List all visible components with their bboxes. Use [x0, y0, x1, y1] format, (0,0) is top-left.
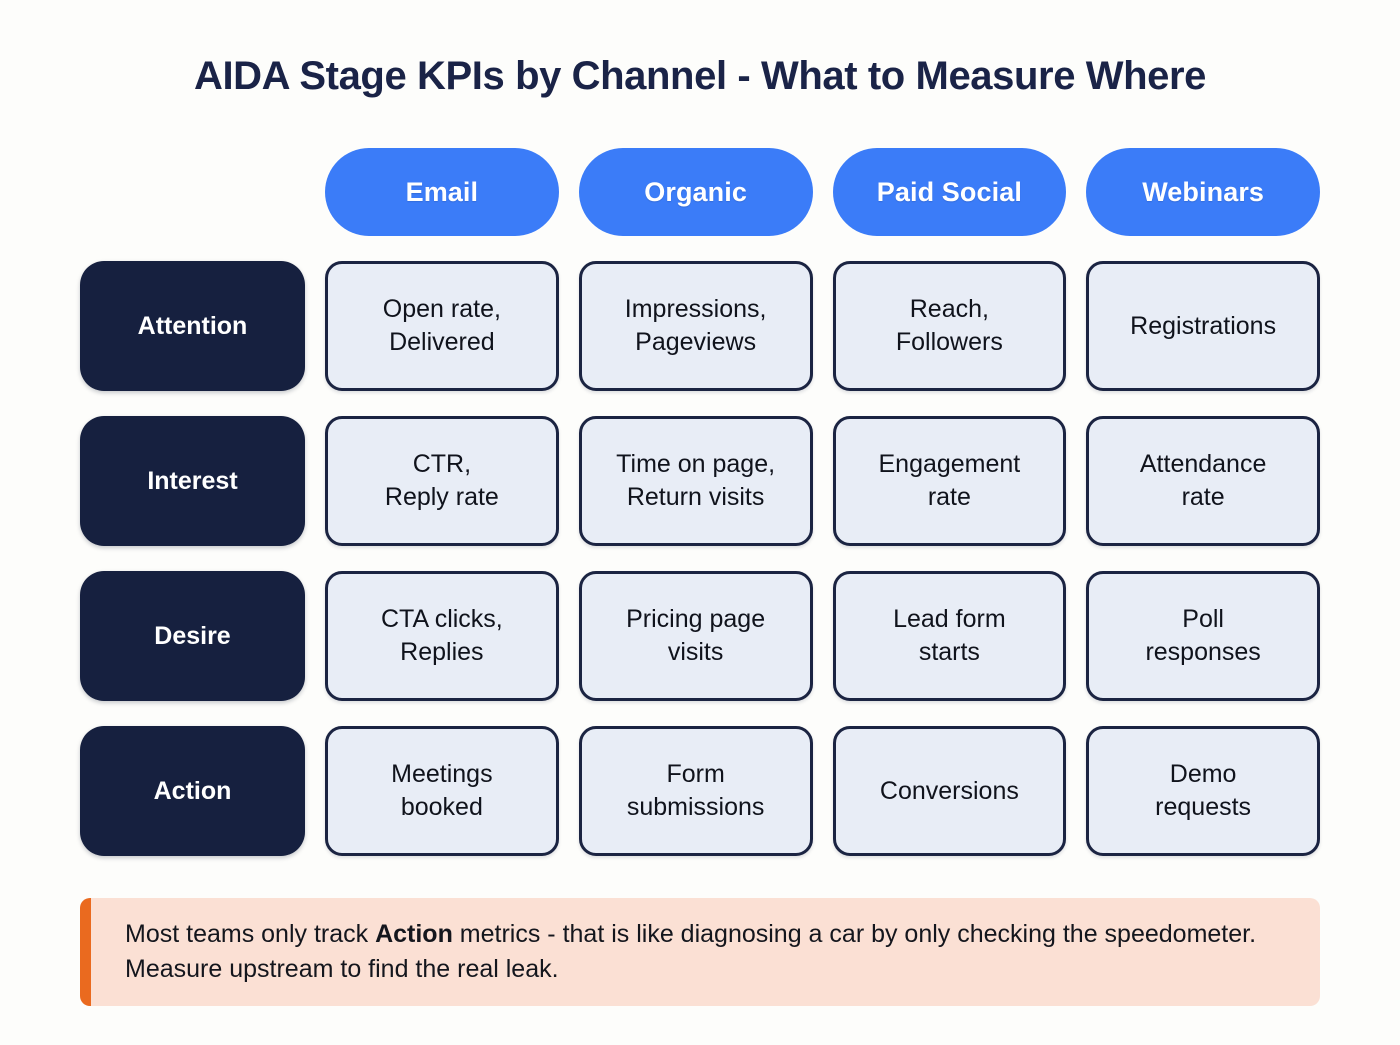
channel-pill-organic[interactable]: Organic — [578, 148, 813, 236]
kpi-cell-action-webinars[interactable]: Demo requests — [1086, 726, 1320, 856]
kpi-line-1: Attendance — [1139, 450, 1267, 478]
callout-text: Most teams only track Action metrics - t… — [125, 917, 1286, 988]
kpi-line-1: Meetings — [391, 760, 493, 788]
kpi-cell-attention-organic[interactable]: Impressions, Pageviews — [578, 261, 813, 391]
kpi-line-1: Registrations — [1130, 311, 1277, 340]
insight-callout: Most teams only track Action metrics - t… — [80, 898, 1320, 1006]
kpi-line-1: Pricing page — [626, 605, 766, 633]
kpi-line-2: Replies — [400, 638, 484, 666]
kpi-line-1: Lead form — [893, 605, 1006, 633]
matrix-row-attention: Attention Open rate, Delivered Impressio… — [80, 261, 1320, 391]
kpi-cell-desire-paid-social[interactable]: Lead form starts — [832, 571, 1067, 701]
kpi-line-2: Delivered — [389, 328, 495, 356]
matrix-corner-spacer — [80, 148, 305, 236]
kpi-line-1: Demo — [1169, 760, 1237, 788]
kpi-line-1: Time on page, — [616, 450, 776, 478]
kpi-cell-interest-paid-social[interactable]: Engagement rate — [832, 416, 1067, 546]
kpi-cell-attention-webinars[interactable]: Registrations — [1086, 261, 1320, 391]
callout-emphasis: Action — [375, 919, 453, 948]
stage-label-attention: Attention — [80, 261, 305, 391]
kpi-line-2: Return visits — [626, 483, 765, 511]
kpi-cell-action-organic[interactable]: Form submissions — [578, 726, 813, 856]
kpi-line-1: Engagement — [878, 450, 1021, 478]
kpi-cell-action-paid-social[interactable]: Conversions — [832, 726, 1067, 856]
kpi-line-2: Pageviews — [635, 328, 757, 356]
kpi-cell-attention-paid-social[interactable]: Reach, Followers — [832, 261, 1067, 391]
callout-text-after: metrics - that is like diagnosing a car … — [125, 919, 1257, 984]
kpi-line-2: visits — [667, 638, 724, 666]
kpi-line-1: CTR, — [412, 450, 472, 478]
kpi-line-2: starts — [918, 638, 980, 666]
kpi-cell-desire-organic[interactable]: Pricing page visits — [578, 571, 813, 701]
page-title: AIDA Stage KPIs by Channel - What to Mea… — [193, 54, 1206, 98]
kpi-line-2: Followers — [895, 328, 1003, 356]
kpi-cell-action-email[interactable]: Meetings booked — [325, 726, 559, 856]
kpi-cell-interest-organic[interactable]: Time on page, Return visits — [578, 416, 813, 546]
kpi-line-1: Conversions — [879, 776, 1019, 805]
kpi-line-2: rate — [927, 483, 971, 511]
kpi-cell-interest-webinars[interactable]: Attendance rate — [1086, 416, 1320, 546]
channel-header-row: Email Organic Paid Social Webinars — [80, 148, 1320, 236]
stage-label-interest: Interest — [80, 416, 305, 546]
kpi-line-2: requests — [1155, 793, 1252, 821]
kpi-line-2: Reply rate — [384, 483, 499, 511]
kpi-line-1: CTA clicks, — [380, 605, 503, 633]
matrix-row-interest: Interest CTR, Reply rate Time on page, R… — [80, 416, 1320, 546]
kpi-line-1: Reach, — [909, 295, 989, 323]
kpi-line-2: rate — [1181, 483, 1225, 511]
channel-pill-webinars[interactable]: Webinars — [1086, 148, 1320, 236]
matrix-row-desire: Desire CTA clicks, Replies Pricing page … — [80, 571, 1320, 701]
kpi-line-2: submissions — [626, 793, 765, 821]
kpi-line-1: Poll — [1182, 605, 1224, 633]
kpi-line-1: Open rate, — [382, 295, 501, 323]
kpi-matrix: Email Organic Paid Social Webinars Atten… — [80, 148, 1320, 856]
matrix-row-action: Action Meetings booked Form submissions — [80, 726, 1320, 856]
kpi-cell-attention-email[interactable]: Open rate, Delivered — [325, 261, 559, 391]
kpi-line-2: responses — [1145, 638, 1261, 666]
stage-label-action: Action — [80, 726, 305, 856]
kpi-line-1: Impressions, — [624, 295, 767, 323]
kpi-cell-interest-email[interactable]: CTR, Reply rate — [325, 416, 559, 546]
channel-pill-paid-social[interactable]: Paid Social — [832, 148, 1067, 236]
kpi-line-2: booked — [400, 793, 483, 821]
channel-pill-email[interactable]: Email — [325, 148, 559, 236]
kpi-line-1: Form — [666, 760, 725, 788]
callout-text-before: Most teams only track — [125, 919, 376, 948]
stage-label-desire: Desire — [80, 571, 305, 701]
kpi-cell-desire-webinars[interactable]: Poll responses — [1086, 571, 1320, 701]
kpi-cell-desire-email[interactable]: CTA clicks, Replies — [325, 571, 559, 701]
